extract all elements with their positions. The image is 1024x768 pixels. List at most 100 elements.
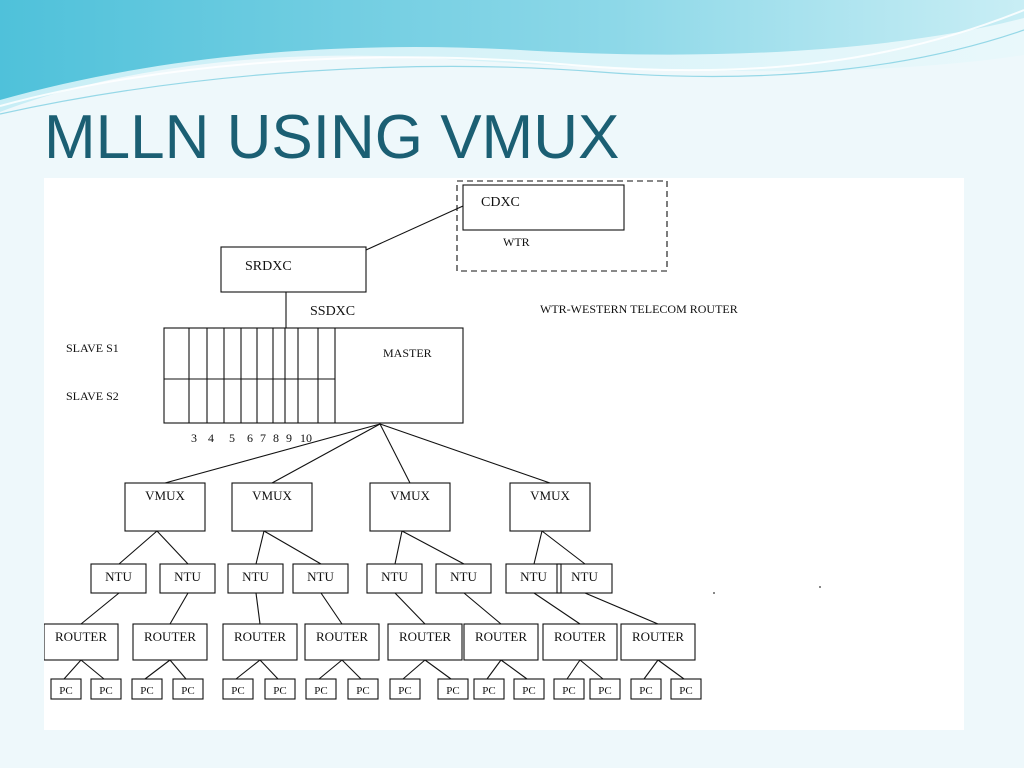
- slave-s2-label: SLAVE S2: [66, 389, 119, 403]
- cdxc-box: [462, 184, 625, 231]
- ntu-label: NTU: [571, 569, 598, 584]
- cdxc-label: CDXC: [481, 195, 520, 210]
- router-pc-link: [657, 659, 685, 680]
- vmux-ntu-link: [156, 530, 189, 565]
- pc-box: [589, 678, 621, 700]
- pc-label: PC: [59, 685, 72, 697]
- wave-band-dark: [0, 0, 1024, 100]
- router-pc-link: [80, 659, 105, 680]
- slot-number: 4: [208, 431, 214, 445]
- master-vmux-link: [379, 423, 411, 484]
- stray-dot: [713, 592, 715, 594]
- router-pc-link: [566, 659, 581, 680]
- wave-line: [0, 9, 1024, 107]
- router-label: ROUTER: [399, 629, 451, 644]
- pc-label: PC: [273, 685, 286, 697]
- pc-box: [347, 678, 379, 700]
- pc-box: [222, 678, 254, 700]
- router-pc-link: [341, 659, 362, 680]
- slot-number: 3: [191, 431, 197, 445]
- slot-number: 8: [273, 431, 279, 445]
- ntu-router-link: [255, 592, 261, 625]
- router-pc-link: [318, 659, 343, 680]
- pc-box: [389, 678, 421, 700]
- vmux-ntu-link: [263, 530, 322, 565]
- ntu-router-link: [320, 592, 343, 625]
- slot-number: 7: [260, 431, 266, 445]
- pc-label: PC: [356, 685, 369, 697]
- ntu-label: NTU: [174, 569, 201, 584]
- vmux-label: VMUX: [252, 488, 292, 503]
- router-label: ROUTER: [632, 629, 684, 644]
- ntu-label: NTU: [105, 569, 132, 584]
- vmux-box: [369, 482, 451, 532]
- vmux-box: [509, 482, 591, 532]
- router-label: ROUTER: [234, 629, 286, 644]
- master-vmux-link: [164, 423, 381, 484]
- router-pc-link: [235, 659, 261, 680]
- pc-label: PC: [314, 685, 327, 697]
- vmux-ntu-link: [118, 530, 158, 565]
- srdxc-box: [220, 246, 367, 293]
- pc-label: PC: [231, 685, 244, 697]
- ntu-label: NTU: [307, 569, 334, 584]
- pc-label: PC: [679, 685, 692, 697]
- vmux-label: VMUX: [145, 488, 185, 503]
- vmux-ntu-link: [401, 530, 465, 565]
- ntu-label: NTU: [520, 569, 547, 584]
- router-pc-link: [63, 659, 82, 680]
- slot-number: 9: [286, 431, 292, 445]
- ntu-label: NTU: [242, 569, 269, 584]
- ntu-router-link: [80, 592, 120, 625]
- router-label: ROUTER: [316, 629, 368, 644]
- vmux-ntu-link: [541, 530, 586, 565]
- ntu-router-link: [463, 592, 502, 625]
- router-pc-link: [424, 659, 452, 680]
- pc-label: PC: [99, 685, 112, 697]
- pc-box: [305, 678, 337, 700]
- pc-box: [670, 678, 702, 700]
- router-pc-link: [144, 659, 171, 680]
- srdxc-label: SRDXC: [245, 259, 292, 274]
- router-pc-link: [259, 659, 279, 680]
- ntu-box: [435, 563, 492, 594]
- ntu-box: [292, 563, 349, 594]
- ssdxc-label: SSDXC: [310, 304, 355, 319]
- slave-s1-label: SLAVE S1: [66, 341, 119, 355]
- ntu-router-link: [584, 592, 659, 625]
- slot-number: 10: [300, 431, 312, 445]
- stray-dot: [819, 586, 821, 588]
- ntu-label: NTU: [450, 569, 477, 584]
- vmux-label: VMUX: [390, 488, 430, 503]
- vmux-ntu-link: [255, 530, 265, 565]
- pc-label: PC: [598, 685, 611, 697]
- pc-label: PC: [398, 685, 411, 697]
- ntu-router-link: [169, 592, 189, 625]
- pc-box: [437, 678, 469, 700]
- pc-label: PC: [562, 685, 575, 697]
- router-pc-link: [402, 659, 426, 680]
- master-label: MASTER: [383, 346, 432, 360]
- pc-box: [50, 678, 82, 700]
- network-diagram: CDXC WTR SRDXC SSDXC WTR-WESTERN TELECOM…: [44, 180, 821, 700]
- vmux-box: [231, 482, 313, 532]
- pc-box: [264, 678, 296, 700]
- header-wave-decoration: [0, 0, 1024, 115]
- pc-box: [630, 678, 662, 700]
- master-vmux-link: [379, 423, 551, 484]
- ntu-router-link: [533, 592, 581, 625]
- wtr-legend: WTR-WESTERN TELECOM ROUTER: [540, 302, 738, 316]
- wtr-label: WTR: [503, 235, 530, 249]
- router-pc-link: [579, 659, 604, 680]
- vmux-ntu-link: [394, 530, 403, 565]
- pc-label: PC: [482, 685, 495, 697]
- router-label: ROUTER: [144, 629, 196, 644]
- pc-box: [172, 678, 204, 700]
- slot-number: 5: [229, 431, 235, 445]
- pc-label: PC: [140, 685, 153, 697]
- ntu-label: NTU: [381, 569, 408, 584]
- router-pc-link: [486, 659, 502, 680]
- pc-box: [90, 678, 122, 700]
